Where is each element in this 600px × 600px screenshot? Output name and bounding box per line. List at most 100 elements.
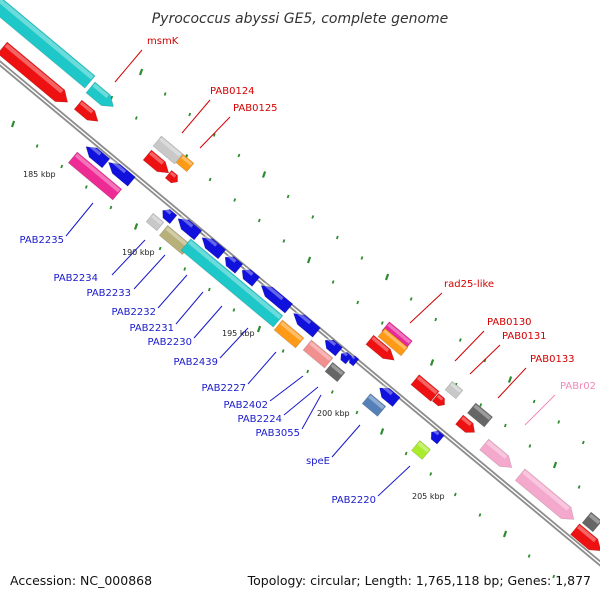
gene-feature[interactable]: [361, 393, 387, 417]
gene-feature[interactable]: [581, 511, 600, 533]
gene-feature[interactable]: [570, 523, 600, 557]
gene-label-pab0130[interactable]: PAB0130: [487, 317, 532, 328]
label-leaders: [65, 49, 556, 497]
gene-label-pab2233[interactable]: PAB2233: [86, 288, 131, 299]
gene-feature[interactable]: [410, 374, 440, 402]
scale-tick: [212, 133, 216, 137]
gene-feature[interactable]: [428, 428, 445, 445]
scale-label: 205 kbp: [412, 492, 445, 501]
gene-feature[interactable]: [180, 238, 284, 328]
scale-tick: [110, 95, 114, 100]
scale-label: 190 kbp: [122, 248, 155, 257]
gene-label-pab0124[interactable]: PAB0124: [210, 86, 255, 97]
scale-tick: [134, 116, 138, 120]
gene-label-pab2230[interactable]: PAB2230: [147, 337, 192, 348]
scale-tick: [360, 256, 364, 260]
scale-tick: [10, 120, 16, 128]
scale-ticks: [10, 51, 585, 579]
gene-label-pab2402[interactable]: PAB2402: [223, 400, 268, 411]
gene-feature[interactable]: [164, 169, 181, 185]
scale-tick: [331, 280, 335, 284]
gene-feature[interactable]: [290, 309, 321, 338]
gene-label-msmk[interactable]: msmK: [147, 36, 179, 47]
gene-feature[interactable]: [175, 153, 195, 173]
scale-tick: [256, 325, 262, 333]
gene-feature[interactable]: [82, 142, 111, 169]
gene-label-pab2439[interactable]: PAB2439: [173, 357, 218, 368]
gene-feature[interactable]: [455, 414, 478, 437]
label-leader-line: [283, 386, 319, 416]
gene-label-pab2231[interactable]: PAB2231: [129, 323, 174, 334]
gene-feature[interactable]: [347, 354, 360, 367]
gene-feature[interactable]: [376, 383, 401, 408]
gene-label-pab0133[interactable]: PAB0133: [530, 354, 575, 365]
gene-feature[interactable]: [479, 438, 517, 473]
gene-label-spee[interactable]: speE: [306, 456, 330, 467]
gene-label-pab0131[interactable]: PAB0131: [502, 331, 547, 342]
label-leader-line: [199, 116, 231, 149]
gene-feature[interactable]: [365, 334, 398, 365]
scale-tick: [478, 513, 482, 517]
scale-label: 195 kbp: [222, 329, 255, 338]
label-leader-line: [157, 274, 188, 309]
gene-label-pab2234[interactable]: PAB2234: [53, 273, 98, 284]
scale-tick: [384, 273, 390, 281]
scale-tick: [138, 68, 144, 76]
gene-feature[interactable]: [105, 158, 136, 187]
gene-feature[interactable]: [145, 212, 165, 232]
gene-feature[interactable]: [159, 206, 178, 225]
label-leader-line: [65, 202, 94, 237]
gene-feature[interactable]: [0, 41, 72, 108]
gene-feature[interactable]: [338, 350, 353, 365]
label-leader-line: [524, 394, 556, 426]
genome-summary-text: Topology: circular; Length: 1,765,118 bp…: [247, 573, 591, 588]
gene-feature[interactable]: [411, 440, 431, 460]
gene-feature[interactable]: [0, 0, 96, 89]
accession-text: Accession: NC_000868: [10, 573, 153, 588]
gene-label-pab2235[interactable]: PAB2235: [19, 235, 64, 246]
scale-tick: [503, 423, 507, 428]
gene-label-pab2224[interactable]: PAB2224: [237, 414, 282, 425]
gene-label-pab3055[interactable]: PAB3055: [255, 428, 300, 439]
gene-feature[interactable]: [302, 339, 334, 369]
gene-feature[interactable]: [158, 224, 192, 256]
gene-feature[interactable]: [73, 99, 102, 126]
gene-label-pab2232[interactable]: PAB2232: [111, 307, 156, 318]
scale-tick: [379, 428, 385, 435]
gene-feature[interactable]: [152, 135, 184, 165]
gene-feature[interactable]: [377, 327, 409, 357]
gene-label-pab2227[interactable]: PAB2227: [201, 383, 246, 394]
scale-tick: [409, 297, 413, 301]
gene-feature[interactable]: [431, 392, 448, 408]
gene-feature[interactable]: [85, 81, 118, 112]
gene-feature[interactable]: [221, 253, 244, 274]
gene-feature[interactable]: [238, 266, 261, 287]
gene-feature[interactable]: [257, 281, 294, 314]
gene-label-pabr02[interactable]: PABr02: [560, 381, 596, 392]
gene-feature[interactable]: [322, 336, 343, 357]
gene-feature[interactable]: [514, 468, 578, 525]
gene-label-pab0125[interactable]: PAB0125: [233, 103, 278, 114]
scale-tick: [356, 300, 360, 305]
scale-tick: [429, 472, 433, 476]
gene-feature[interactable]: [67, 151, 123, 201]
scale-tick: [380, 321, 384, 325]
gene-feature[interactable]: [174, 214, 203, 241]
scale-tick: [552, 461, 558, 469]
label-leader-line: [175, 291, 204, 325]
gene-label-pab2220[interactable]: PAB2220: [331, 495, 376, 506]
gene-feature[interactable]: [324, 361, 346, 383]
gene-feature[interactable]: [142, 149, 173, 178]
scale-tick: [306, 256, 312, 264]
scale-tick: [355, 410, 359, 415]
scale-tick: [282, 239, 286, 243]
gene-feature[interactable]: [273, 319, 305, 349]
scale-tick: [183, 267, 187, 271]
gene-feature[interactable]: [444, 380, 464, 400]
gene-label-rad25-like[interactable]: rad25-like: [444, 279, 494, 290]
gene-feature[interactable]: [466, 402, 494, 428]
scale-tick: [577, 485, 581, 489]
label-leader-line: [219, 327, 249, 359]
gene-feature[interactable]: [198, 233, 227, 260]
